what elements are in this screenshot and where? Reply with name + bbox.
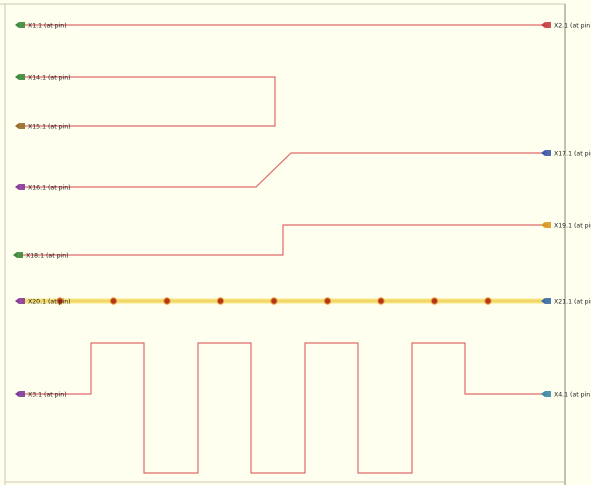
pin-arrow-icon bbox=[541, 298, 545, 304]
connector-label: X19.1 (at pin) bbox=[554, 223, 591, 230]
pin-arrow-icon bbox=[541, 391, 545, 397]
pin-arrow-icon bbox=[541, 150, 545, 156]
pin-marker-icon bbox=[545, 391, 551, 397]
connector-X15-1[interactable]: X15.1 (at pin) bbox=[15, 123, 71, 131]
wire-X3-1-to-X4-1[interactable] bbox=[22, 342, 548, 474]
pin-arrow-icon bbox=[15, 298, 19, 304]
pin-marker-icon bbox=[19, 391, 25, 397]
pin-marker-icon bbox=[19, 74, 25, 80]
connector-X18-1[interactable]: X18.1 (at pin) bbox=[13, 252, 69, 260]
connector-label: X20.1 (at pin) bbox=[28, 299, 71, 306]
pin-arrow-icon bbox=[15, 184, 19, 190]
connector-label: X21.1 (at pin) bbox=[554, 299, 591, 306]
pin-marker-icon bbox=[545, 150, 551, 156]
pin-marker-icon bbox=[19, 298, 25, 304]
wire-bead[interactable] bbox=[56, 297, 64, 305]
pin-arrow-icon bbox=[15, 391, 19, 397]
pin-arrow-icon bbox=[541, 222, 545, 228]
wire-bead[interactable] bbox=[484, 297, 492, 305]
connector-X19-1[interactable]: X19.1 (at pin) bbox=[541, 222, 591, 230]
wire-bead[interactable] bbox=[323, 297, 332, 305]
connector-label: X16.1 (at pin) bbox=[28, 185, 71, 192]
pin-arrow-icon bbox=[15, 123, 19, 129]
pin-arrow-icon bbox=[15, 22, 19, 28]
connector-X1-1[interactable]: X1.1 (at pin) bbox=[15, 22, 67, 30]
connector-X3-1[interactable]: X3.1 (at pin) bbox=[15, 391, 67, 399]
wire-bead[interactable] bbox=[430, 297, 439, 305]
connectors-layer: X1.1 (at pin) X2.1 (at pin) X14.1 (at pin)… bbox=[13, 22, 591, 399]
wires-layer bbox=[20, 24, 548, 474]
connector-X4-1[interactable]: X4.1 (at pin) bbox=[541, 391, 591, 399]
connector-X21-1[interactable]: X21.1 (at pin) bbox=[541, 298, 591, 306]
connector-X20-1[interactable]: X20.1 (at pin) bbox=[15, 298, 71, 306]
connector-label: X14.1 (at pin) bbox=[28, 75, 71, 82]
connector-X2-1[interactable]: X2.1 (at pin) bbox=[541, 22, 591, 30]
pin-marker-icon bbox=[545, 22, 551, 28]
pin-marker-icon bbox=[545, 298, 551, 304]
wire-bead[interactable] bbox=[163, 297, 171, 305]
wire-X14-1-to-X15-1[interactable] bbox=[22, 76, 276, 127]
pin-marker-icon bbox=[545, 222, 551, 228]
pin-arrow-icon bbox=[13, 252, 17, 258]
connector-label: X17.1 (at pin) bbox=[554, 151, 591, 158]
connector-X14-1[interactable]: X14.1 (at pin) bbox=[15, 74, 71, 82]
pin-marker-icon bbox=[19, 22, 25, 28]
wire-bead[interactable] bbox=[216, 297, 225, 305]
connector-X16-1[interactable]: X16.1 (at pin) bbox=[15, 184, 71, 192]
wire-bead[interactable] bbox=[270, 297, 278, 305]
connector-label: X2.1 (at pin) bbox=[554, 23, 591, 30]
pin-marker-icon bbox=[19, 184, 25, 190]
connector-label: X18.1 (at pin) bbox=[26, 253, 69, 260]
connector-label: X4.1 (at pin) bbox=[554, 392, 591, 399]
wire-X16-1-to-X17-1[interactable] bbox=[22, 152, 548, 188]
pin-arrow-icon bbox=[15, 74, 19, 80]
pin-arrow-icon bbox=[541, 22, 545, 28]
wire-X18-1-to-X19-1[interactable] bbox=[20, 224, 548, 256]
wire-bead[interactable] bbox=[377, 297, 385, 305]
pin-marker-icon bbox=[17, 252, 23, 258]
connector-label: X3.1 (at pin) bbox=[28, 392, 67, 399]
connector-label: X1.1 (at pin) bbox=[28, 23, 67, 30]
pin-marker-icon bbox=[19, 123, 25, 129]
connector-label: X15.1 (at pin) bbox=[28, 124, 71, 131]
wire-bead[interactable] bbox=[109, 297, 118, 305]
connector-X17-1[interactable]: X17.1 (at pin) bbox=[541, 150, 591, 158]
